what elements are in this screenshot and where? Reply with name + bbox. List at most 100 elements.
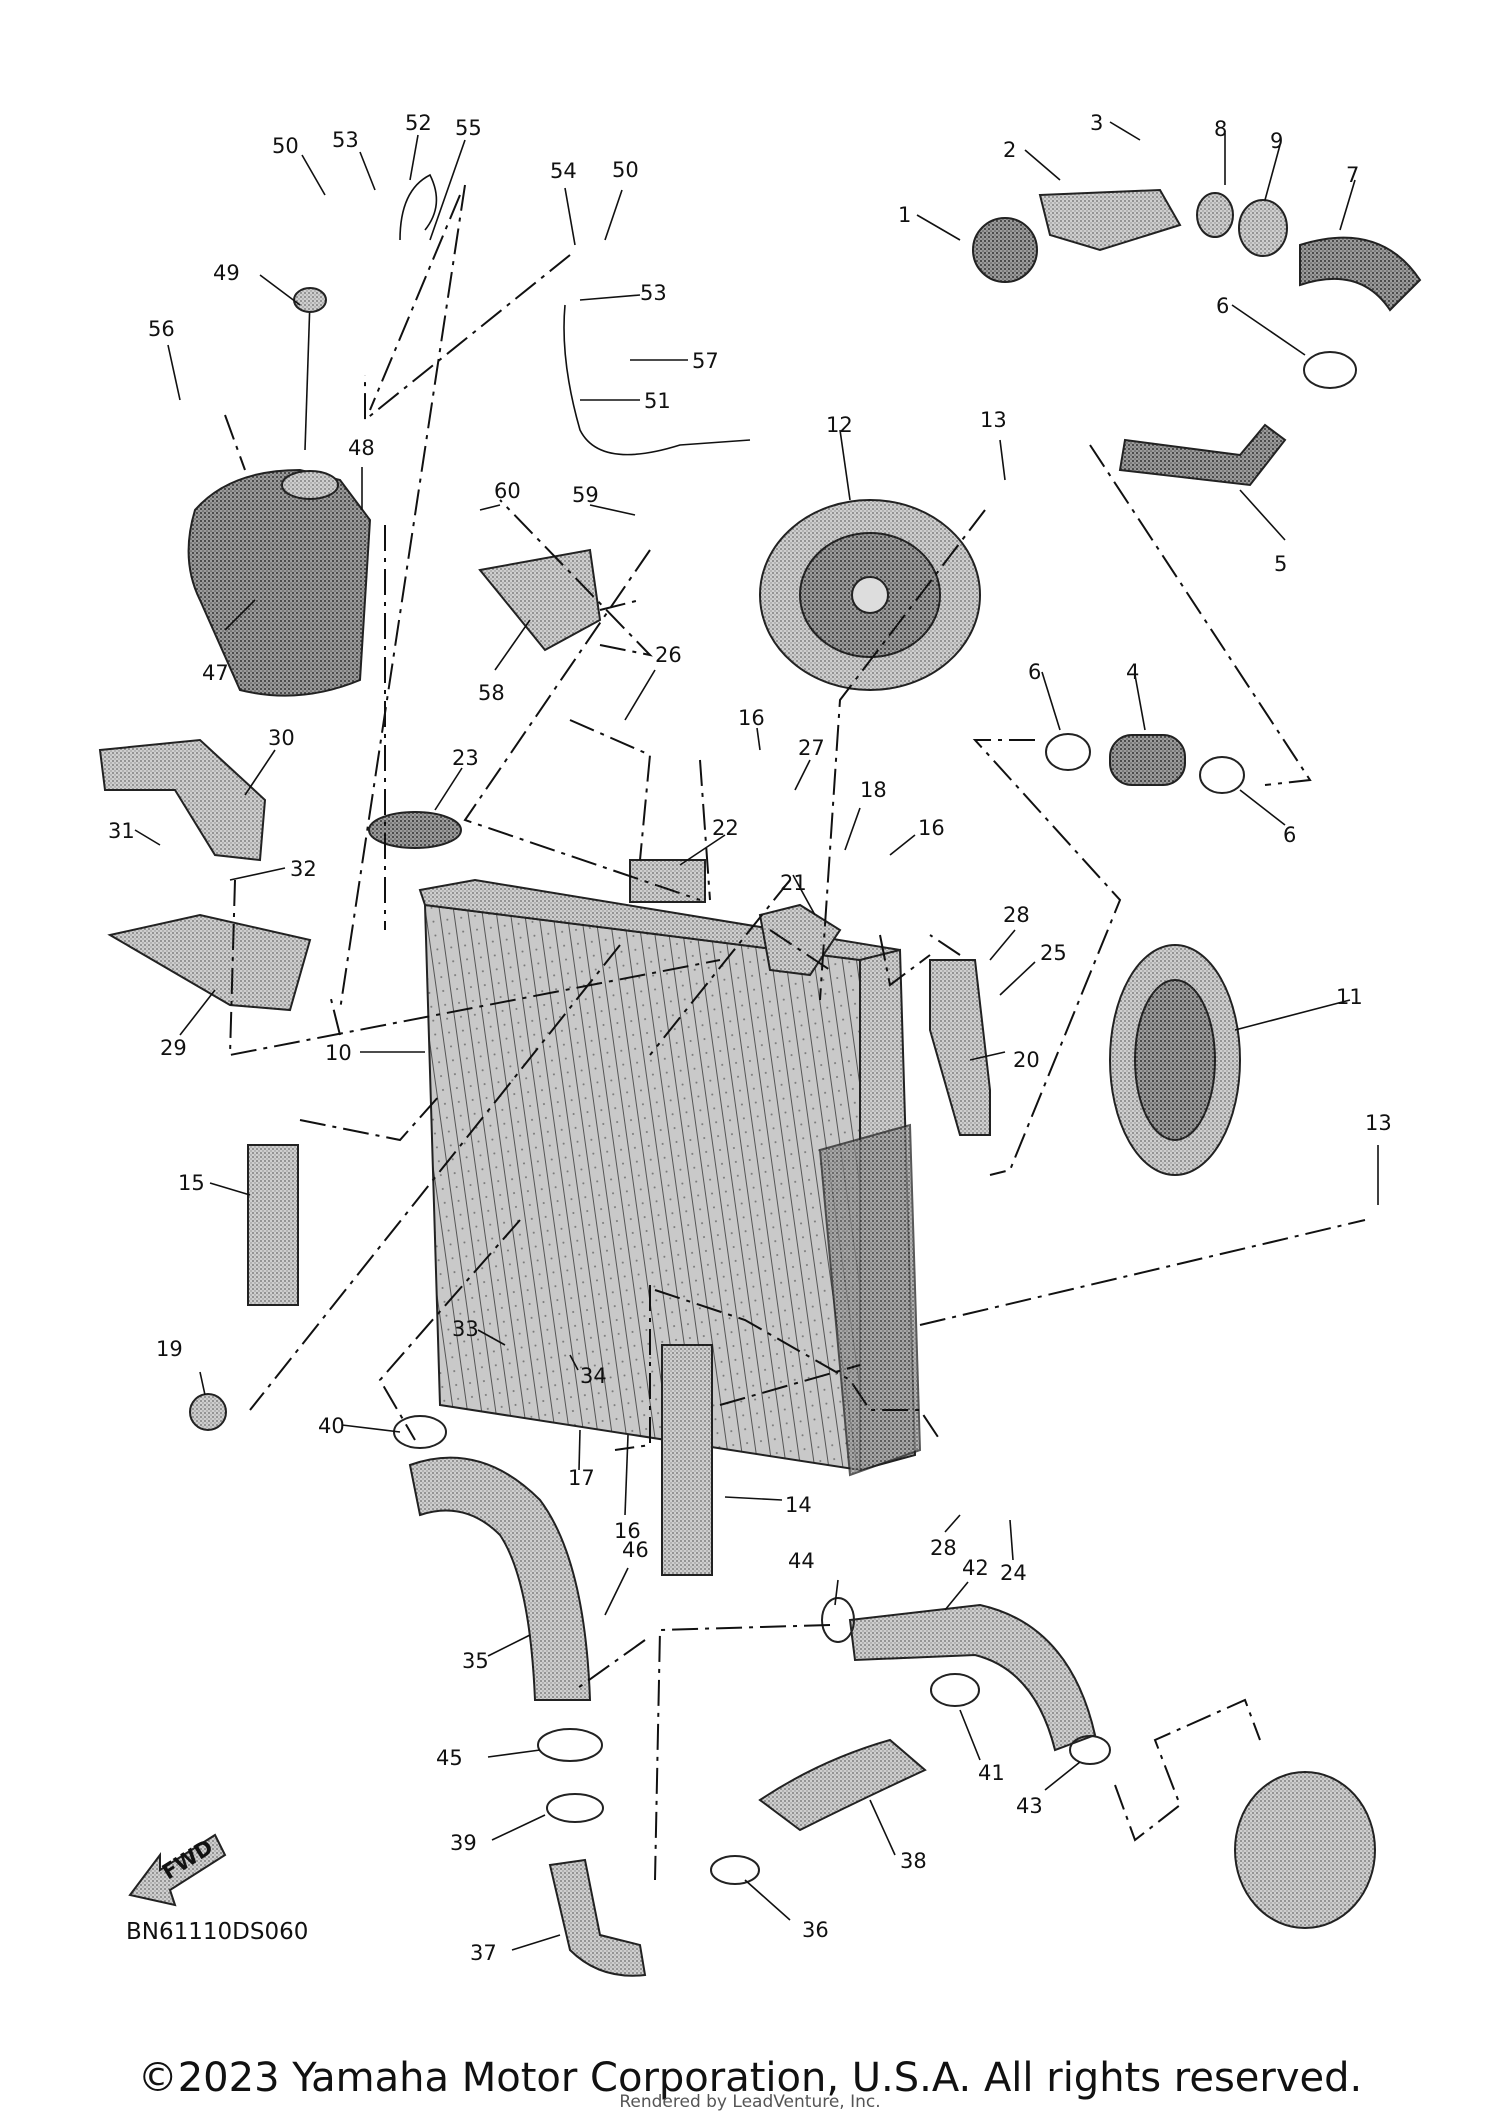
callout-56: 56 (148, 317, 175, 341)
callout-7: 7 (1346, 163, 1359, 187)
callout-48: 48 (348, 436, 375, 460)
hose-38 (758, 1738, 927, 1832)
callout-4: 4 (1126, 660, 1139, 684)
callout-28a: 28 (1003, 903, 1030, 927)
pad-21 (758, 903, 842, 977)
callout-23: 23 (452, 746, 479, 770)
callout-3: 3 (1090, 111, 1103, 135)
callout-60: 60 (494, 479, 521, 503)
duct-20 (929, 959, 991, 1136)
clamp-40 (393, 1415, 447, 1449)
callout-6a: 6 (1216, 294, 1229, 318)
pipe-37 (548, 1858, 647, 1977)
clamp-44 (821, 1597, 855, 1643)
callout-36: 36 (802, 1918, 829, 1942)
clamp-39 (546, 1793, 604, 1823)
clamp-36 (710, 1855, 760, 1885)
callout-40: 40 (318, 1414, 345, 1438)
callout-6b: 6 (1028, 660, 1041, 684)
callout-16b: 16 (918, 816, 945, 840)
hose-35 (408, 1456, 592, 1701)
callout-16a: 16 (738, 706, 765, 730)
callout-6c: 6 (1283, 823, 1296, 847)
clamp-41 (930, 1673, 980, 1707)
callout-9: 9 (1270, 129, 1283, 153)
callout-50a: 50 (272, 134, 299, 158)
rendered-by-notice: Rendered by LeadVenture, Inc. (619, 2092, 881, 2112)
callout-11: 11 (1336, 985, 1363, 1009)
callout-46: 46 (622, 1538, 649, 1562)
clamp-6c (1199, 756, 1245, 794)
callout-50b: 50 (612, 158, 639, 182)
callout-44: 44 (788, 1549, 815, 1573)
callout-24: 24 (1000, 1561, 1027, 1585)
callout-14: 14 (785, 1493, 812, 1517)
assembly-lines (224, 184, 1366, 1881)
callout-35: 35 (462, 1649, 489, 1673)
callout-34: 34 (580, 1364, 607, 1388)
callout-53a: 53 (332, 128, 359, 152)
pad-22 (629, 859, 706, 903)
callout-26: 26 (655, 643, 682, 667)
clamp-8 (1196, 192, 1234, 238)
callout-32: 32 (290, 857, 317, 881)
callout-2: 2 (1003, 138, 1016, 162)
callout-15: 15 (178, 1171, 205, 1195)
callout-10: 10 (325, 1041, 352, 1065)
callout-13b: 13 (1365, 1111, 1392, 1135)
breather-49 (304, 299, 311, 451)
radiator-cap (368, 811, 462, 849)
callout-28b: 28 (930, 1536, 957, 1560)
thermostat-cover (1038, 188, 1182, 252)
callout-21: 21 (780, 871, 807, 895)
callout-29: 29 (160, 1036, 187, 1060)
breather-49-head (293, 287, 327, 313)
callouts: 1 2 3 4 5 6 6 6 6 7 8 9 10 11 12 13 13 1… (108, 111, 1392, 1965)
callout-43: 43 (1016, 1794, 1043, 1818)
clamp-45 (537, 1728, 603, 1762)
reservoir-tank (187, 468, 372, 697)
callout-27: 27 (798, 736, 825, 760)
callout-37: 37 (470, 1941, 497, 1965)
tube-52 (399, 173, 438, 241)
clamp-43 (1069, 1735, 1111, 1765)
callout-1: 1 (898, 203, 911, 227)
callout-33: 33 (452, 1317, 479, 1341)
callout-38: 38 (900, 1849, 927, 1873)
callout-47: 47 (202, 661, 229, 685)
callout-58: 58 (478, 681, 505, 705)
callout-16c: 16 (614, 1519, 641, 1543)
cover-58 (478, 548, 602, 652)
hose-7 (1299, 236, 1422, 312)
fan-lower (1109, 944, 1241, 1176)
tube-51 (563, 304, 751, 456)
callout-55: 55 (455, 116, 482, 140)
callout-8: 8 (1214, 117, 1227, 141)
callout-30: 30 (268, 726, 295, 750)
callout-25: 25 (1040, 941, 1067, 965)
callout-45: 45 (436, 1746, 463, 1770)
hose-42 (848, 1603, 1097, 1752)
hose-4 (1109, 734, 1186, 786)
callout-5: 5 (1274, 552, 1287, 576)
leader-lines (134, 121, 1379, 1951)
callout-49: 49 (213, 261, 240, 285)
callout-31: 31 (108, 819, 135, 843)
callout-53b: 53 (640, 281, 667, 305)
callout-52: 52 (405, 111, 432, 135)
callout-22: 22 (712, 816, 739, 840)
callout-12: 12 (826, 413, 853, 437)
fwd-arrow (128, 1833, 227, 1907)
copyright-notice: ©2023 Yamaha Motor Corporation, U.S.A. A… (137, 2055, 1363, 2101)
diagram-code: BN61110DS060 (126, 1919, 309, 1945)
seal-15 (247, 1144, 299, 1306)
plate-29 (107, 913, 312, 1012)
callout-6d: 6 (1283, 823, 1296, 847)
callout-42: 42 (962, 1556, 989, 1580)
callout-18: 18 (860, 778, 887, 802)
radiator (418, 878, 922, 1477)
callout-57: 57 (692, 349, 719, 373)
callout-17: 17 (568, 1466, 595, 1490)
clamp-6a (1303, 351, 1357, 389)
